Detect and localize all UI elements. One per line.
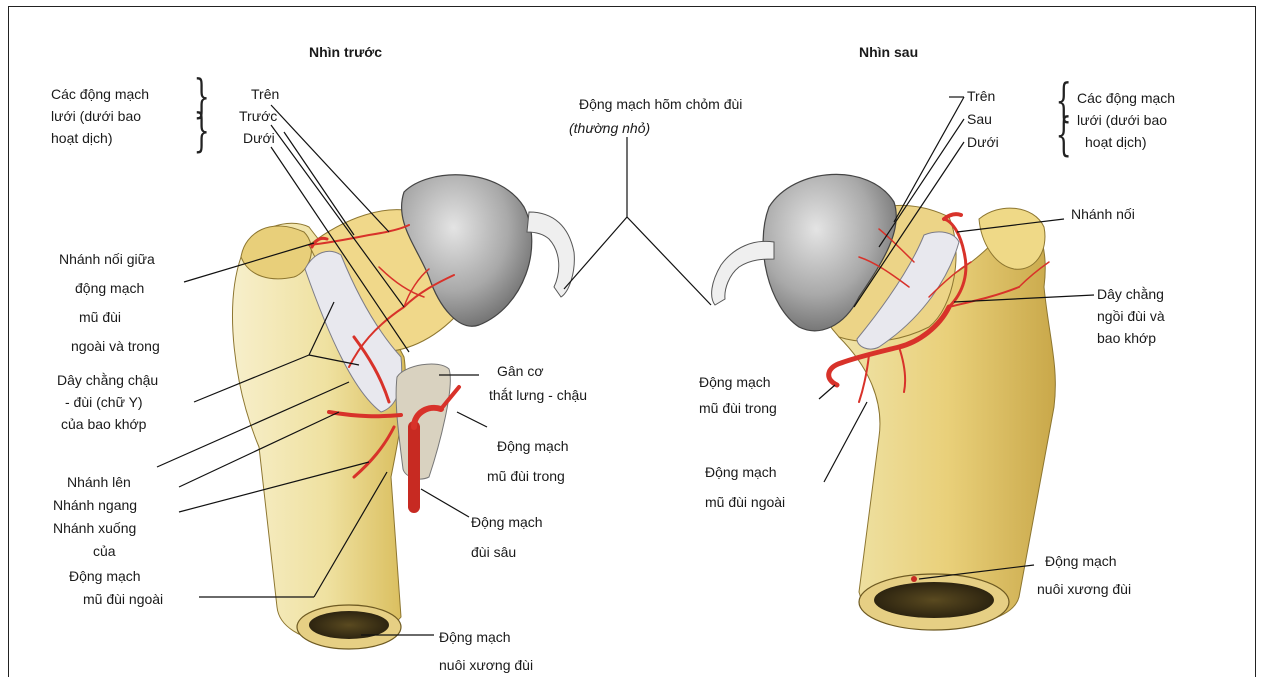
back-nutrient-label: Động mạch nuôi xương đùi [1037,547,1131,603]
front-medial-circumflex-label: Động mạch mũ đùi trong [487,431,569,491]
fovea-artery-label: Động mạch hõm chỏm đùi [579,93,742,115]
front-greater-trochanter [241,226,311,279]
front-lateral-circumflex-label: Động mạch mũ đùi ngoài [69,565,163,611]
back-ligamentum-teres [712,241,774,305]
fovea-artery-note: (thường nhỏ) [569,117,650,139]
back-medial-circumflex-label: Động mạch mũ đùi trong [699,369,777,421]
front-anastomosis-label: Nhánh nối giữa động mạch mũ đùi ngoài và… [59,245,160,361]
front-nutrient-label: Động mạch nuôi xương đùi [439,623,533,679]
front-ligamentum-teres [527,212,574,297]
back-reticular-arteries-label: Các động mạch lưới (dưới bao hoạt dịch) [1077,87,1175,153]
front-deep-femoral-label: Động mạch đùi sâu [471,507,543,567]
front-reticular-arteries-label: Các động mạch lưới (dưới bao hoạt dịch) [51,83,149,149]
back-ligament-label: Dây chằng ngồi đùi và bao khớp [1097,283,1165,349]
figure-frame: Nhìn trước Nhìn sau Các động mạch lưới (… [8,6,1256,677]
back-level-labels: Trên Sau Dưới [967,85,999,154]
front-psoas-tendon [396,364,450,479]
back-view-title: Nhìn sau [859,41,918,63]
front-y-ligament-label: Dây chằng chậu - đùi (chữ Y) của bao khớ… [57,369,158,435]
front-branches-label: Nhánh lên Nhánh ngang Nhánh xuống của [53,471,137,563]
front-view-title: Nhìn trước [309,41,382,63]
back-marrow-cavity [874,582,994,618]
back-lateral-circumflex-label: Động mạch mũ đùi ngoài [705,457,785,517]
front-level-labels: Trên Trước Dưới [239,83,279,149]
front-reticular-brace-2: } [194,107,210,153]
back-nutrient-foramen [911,576,917,582]
back-anastomosis-label: Nhánh nối [1071,203,1135,225]
back-reticular-brace-2: { [1056,111,1072,157]
front-psoas-tendon-label: Gân cơ thắt lưng - chậu [489,359,587,407]
front-femur [233,175,575,649]
